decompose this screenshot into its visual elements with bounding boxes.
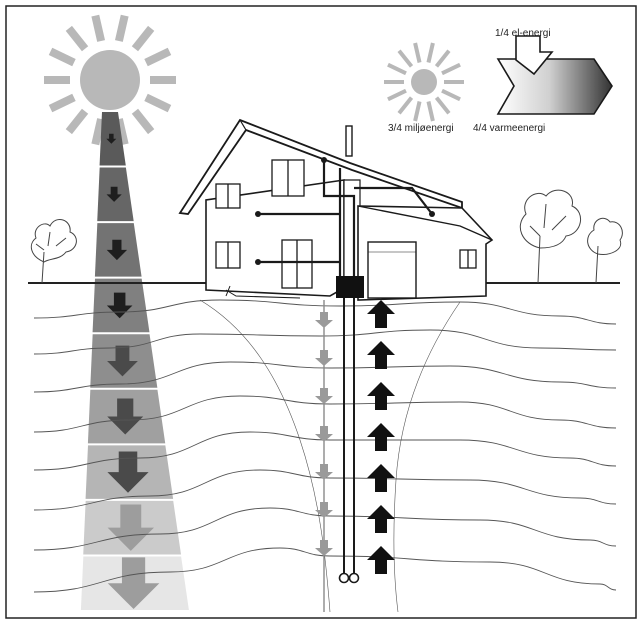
heat-energy-label: 4/4 varmeenergi (473, 123, 545, 134)
heat-pump-icon (336, 276, 364, 298)
pipe-node (429, 211, 435, 217)
heating-pipes (258, 160, 433, 286)
gradient-arrow-icon (496, 35, 613, 115)
house-icon (178, 118, 494, 301)
tree-icon (519, 189, 623, 284)
pipe-node (321, 157, 327, 163)
pipe-node (255, 259, 261, 265)
electric-energy-label: 1/4 el-energi (495, 28, 551, 39)
tree-icon (30, 218, 77, 284)
environment-energy-label: 3/4 miljøenergi (388, 123, 454, 134)
borehole (338, 298, 360, 584)
sun-icon (384, 42, 464, 122)
garage-door (367, 241, 417, 299)
ground-strata (33, 299, 617, 613)
collector-flow-down (315, 300, 333, 612)
sun-icon (44, 14, 176, 146)
pipe-node (255, 211, 261, 217)
heat-flow-up (367, 300, 395, 574)
